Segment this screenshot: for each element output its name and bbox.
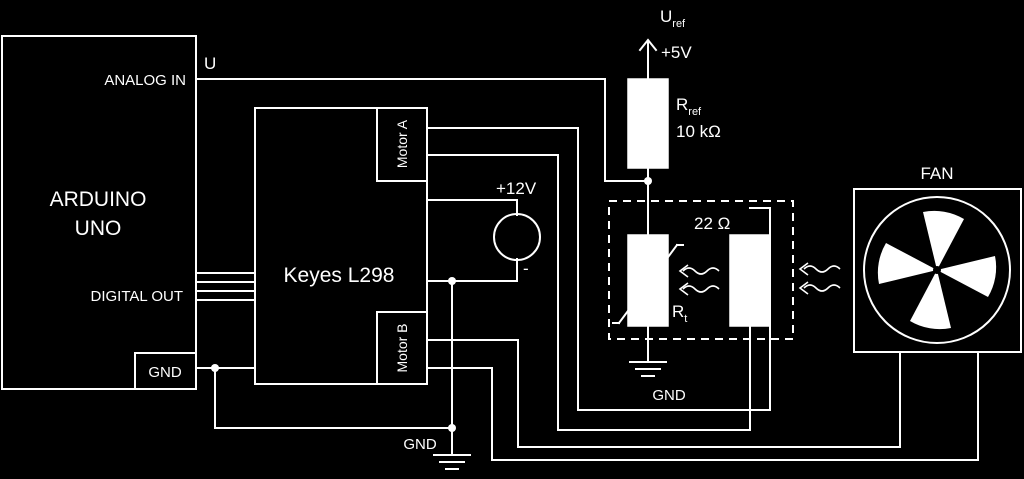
rref-value: 10 kΩ xyxy=(676,122,721,141)
wires xyxy=(195,41,979,461)
arduino-name-line2: UNO xyxy=(75,217,122,240)
gnd-bottom-label: GND xyxy=(403,436,437,453)
fan-ring xyxy=(863,196,1011,344)
junction-12v-minus xyxy=(448,277,456,285)
air-wave-icon-1 xyxy=(803,265,841,273)
junction-gnd-main xyxy=(448,424,456,432)
heater-resistor xyxy=(729,234,771,327)
wire-12v-plus xyxy=(426,199,518,216)
l298-name: Keyes L298 xyxy=(284,264,395,287)
arduino-gnd-box xyxy=(134,352,197,390)
ground-main: GND xyxy=(403,436,471,470)
supply-voltage-label: +12V xyxy=(496,179,537,198)
thermistor-rt xyxy=(627,234,669,327)
junctions xyxy=(211,277,456,432)
signal-u-label: U xyxy=(204,54,216,73)
digital-out-label: DIGITAL OUT xyxy=(90,288,183,305)
motor-b-label: Motor B xyxy=(394,323,410,372)
heat-wave-icon-2 xyxy=(682,285,720,293)
motor-a-box xyxy=(376,107,428,182)
air-arrow-icon-2 xyxy=(798,281,809,295)
l298-block: Keyes L298 Motor A Motor B xyxy=(254,107,428,385)
wire-motor-b-2 xyxy=(426,351,979,461)
arduino-gnd-label: GND xyxy=(148,364,182,381)
airflow-waves xyxy=(798,262,841,295)
fan-block: FAN xyxy=(853,164,1022,353)
sensor-enclosure xyxy=(608,200,794,340)
wire-gnd-loop xyxy=(214,367,453,429)
analog-in-label: ANALOG IN xyxy=(104,72,186,89)
wave-arrow-icon-1 xyxy=(678,264,689,278)
heat-wave-icon-1 xyxy=(682,267,720,275)
fan-blades-icon xyxy=(877,210,997,330)
thermistor-slash xyxy=(617,243,679,325)
arduino-block: ARDUINO UNO ANALOG IN DIGITAL OUT GND U xyxy=(1,35,216,390)
gnd-sensor-label: GND xyxy=(652,387,686,404)
wave-arrow-icon-2 xyxy=(678,282,689,296)
supply-5v-label: +5V xyxy=(661,43,692,62)
fan-label: FAN xyxy=(920,164,953,183)
reference-branch: Uref +5V Rref 10 kΩ xyxy=(627,7,721,185)
ground-sensor: GND xyxy=(629,361,686,404)
wire-motor-a-2 xyxy=(426,154,751,431)
air-wave-icon-2 xyxy=(803,284,841,292)
arduino-box xyxy=(1,35,197,390)
wire-analog-in xyxy=(195,78,649,182)
supply-12v: +12V - xyxy=(493,179,541,278)
junction-sensor xyxy=(644,177,652,185)
rref-label: Rref xyxy=(676,95,702,118)
supply-minus-label: - xyxy=(523,259,529,278)
voltage-source-symbol xyxy=(493,213,541,261)
wire-12v-minus xyxy=(426,258,518,282)
arduino-name-line1: ARDUINO xyxy=(50,188,147,211)
rref-resistor xyxy=(627,78,669,169)
air-arrow-icon-1 xyxy=(798,262,809,276)
junction-gnd-arduino xyxy=(211,364,219,372)
motor-a-label: Motor A xyxy=(394,119,410,168)
heater-value: 22 Ω xyxy=(694,214,730,233)
wire-motor-b-1 xyxy=(426,339,901,448)
wire-motor-a-1 xyxy=(426,127,771,411)
rt-label: Rt xyxy=(672,302,687,325)
arrow-5v-icon xyxy=(638,38,658,52)
motor-b-box xyxy=(376,311,428,385)
uref-label: Uref xyxy=(660,7,686,30)
sensor-assembly: Rt 22 Ω xyxy=(608,200,794,340)
